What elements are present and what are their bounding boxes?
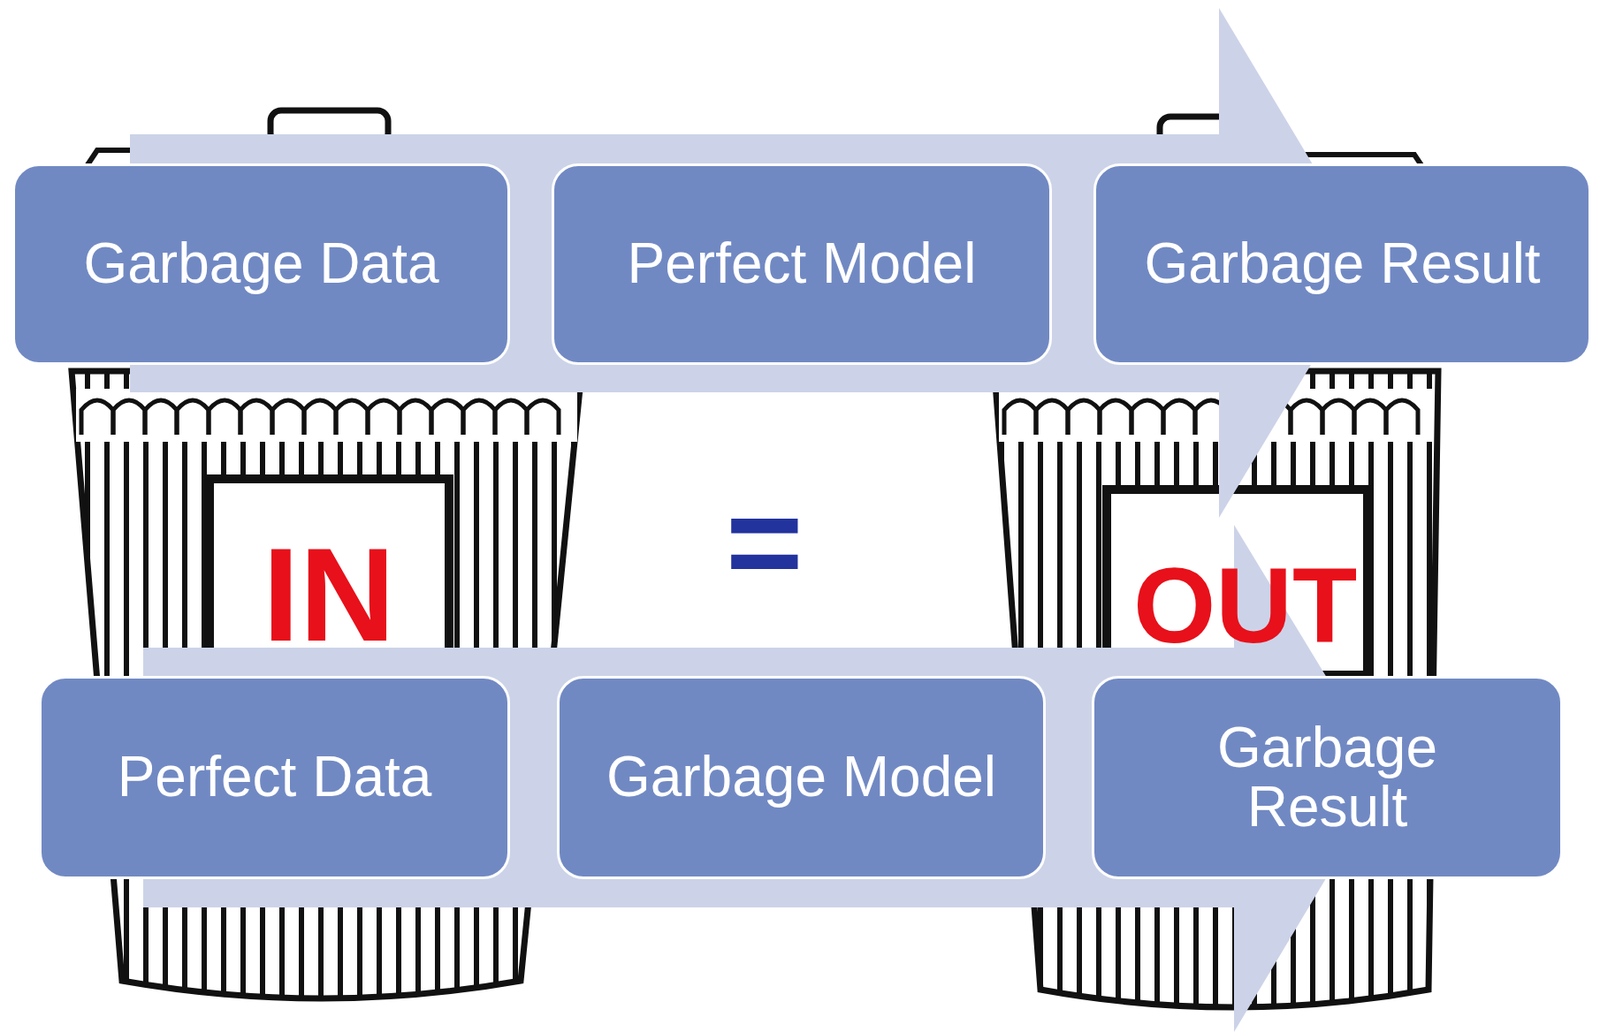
process-box: Perfect Data xyxy=(38,676,511,880)
rim-scallop xyxy=(81,400,114,435)
text-stack: Garbage Result xyxy=(1143,234,1540,294)
rim-scallop xyxy=(304,400,336,435)
process-box: Perfect Model xyxy=(551,163,1052,366)
rim-scallop xyxy=(1322,400,1355,435)
box-label: Garbage Result xyxy=(1143,234,1540,294)
text-stack: Perfect Model xyxy=(627,234,977,294)
text-stack: Garbage Result xyxy=(1181,718,1474,838)
can-rim-scallops xyxy=(1004,400,1418,435)
rim-scallop xyxy=(1067,400,1100,435)
box-label: Perfect Model xyxy=(627,234,977,294)
can-rim xyxy=(998,388,1434,442)
rim-scallop xyxy=(272,400,305,435)
rim-scallop xyxy=(208,400,241,435)
process-box: Garbage Data xyxy=(12,163,511,366)
rim-scallop xyxy=(431,400,464,435)
rim-scallop xyxy=(1290,400,1323,435)
can-label-plate xyxy=(209,479,450,674)
box-label: Garbage Model xyxy=(606,747,997,808)
rim-scallop xyxy=(1004,400,1037,435)
process-box: Garbage Result xyxy=(1091,676,1563,880)
rim-scallop xyxy=(495,400,527,435)
rim-scallop xyxy=(463,400,496,435)
can-rim xyxy=(76,388,578,442)
text-stack: Garbage Model xyxy=(606,747,997,808)
can-rim-scallops xyxy=(81,400,559,435)
rim-scallop xyxy=(176,400,209,435)
can-label-plate xyxy=(1106,489,1368,676)
rim-scallop xyxy=(526,400,559,435)
rim-scallop xyxy=(1354,400,1387,435)
text-stack: Perfect Data xyxy=(117,747,433,808)
box-label: Garbage Result xyxy=(1181,718,1474,838)
process-box: Garbage Result xyxy=(1093,163,1592,366)
can-label: OUT xyxy=(1133,552,1357,659)
box-label: Garbage Data xyxy=(83,234,439,294)
text-stack: Garbage Data xyxy=(83,234,439,294)
process-box: Garbage Model xyxy=(556,676,1046,880)
rim-scallop xyxy=(1036,400,1068,435)
rim-scallop xyxy=(399,400,432,435)
equals-sign: = xyxy=(725,475,804,609)
rim-scallop xyxy=(1163,400,1196,435)
rim-scallop xyxy=(144,400,177,435)
rim-scallop xyxy=(335,400,368,435)
rim-scallop xyxy=(1099,400,1132,435)
can-label: IN xyxy=(262,528,396,662)
rim-scallop xyxy=(1386,400,1418,435)
rim-scallop xyxy=(367,400,400,435)
rim-scallop xyxy=(240,400,273,435)
rim-scallop xyxy=(1131,400,1164,435)
rim-scallop xyxy=(113,400,145,435)
box-label: Perfect Data xyxy=(117,747,433,808)
